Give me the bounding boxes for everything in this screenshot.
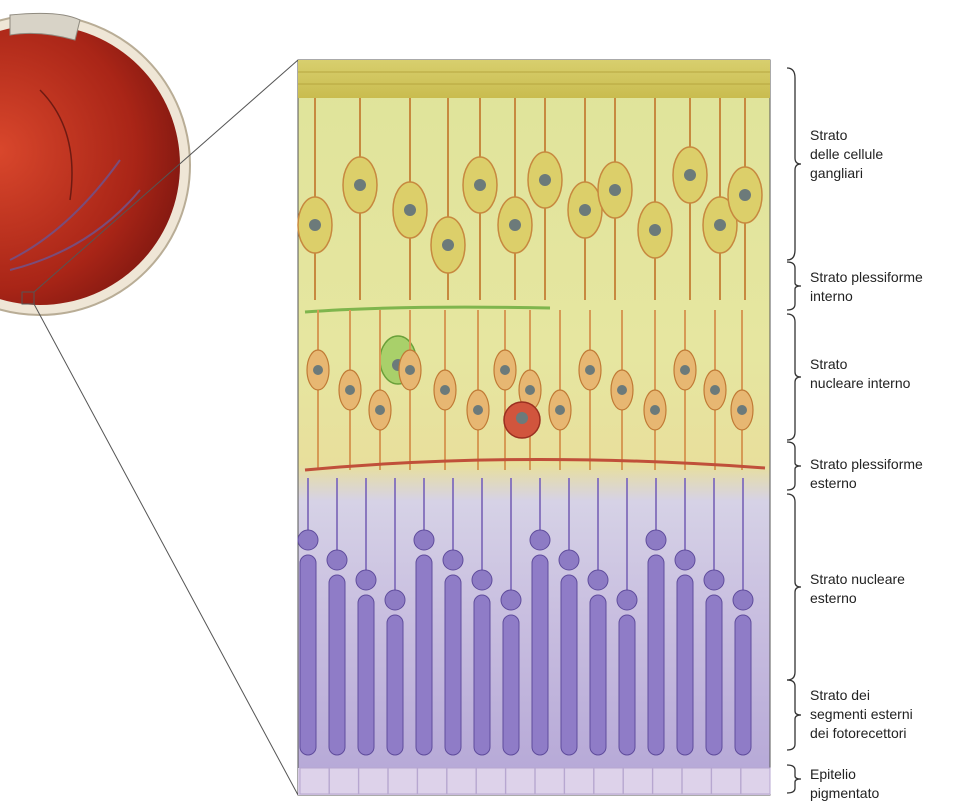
brace-outer-plexiform [787,442,801,490]
photoreceptor-segment [329,575,345,755]
pigment-cell [653,768,682,794]
ganglion-nucleus [684,169,696,181]
photoreceptor-nucleus [617,590,637,610]
ganglion-nucleus [309,219,321,231]
photoreceptor-segment [619,615,635,755]
bipolar-nucleus [313,365,323,375]
label-ganglion-layer: Strato delle cellule gangliari [810,126,970,183]
photoreceptor-segment [706,595,722,755]
pigment-cell [506,768,535,794]
ganglion-nucleus [714,219,726,231]
pigment-cell [359,768,388,794]
pigment-cell [565,768,594,794]
pigment-cell [594,768,623,794]
bipolar-nucleus [405,365,415,375]
photoreceptor-nucleus [530,530,550,550]
photoreceptor-segment [474,595,490,755]
photoreceptor-nucleus [501,590,521,610]
ganglion-nucleus [442,239,454,251]
label-outer-nuclear-layer: Strato nucleare esterno [810,570,970,608]
pigment-cell [535,768,564,794]
label-inner-plexiform-layer: Strato plessiforme interno [810,268,970,306]
brace-pigment-epithelium [787,765,801,793]
photoreceptor-nucleus [356,570,376,590]
ganglion-nucleus [539,174,551,186]
photoreceptor-nucleus [472,570,492,590]
label-pigment-epithelium-layer: Epitelio pigmentato [810,765,970,803]
photoreceptor-segment [416,555,432,755]
ganglion-nucleus [509,219,521,231]
photoreceptor-nucleus [704,570,724,590]
photoreceptor-segment [358,595,374,755]
brace-outer-nuclear [787,494,801,680]
brace-inner-plexiform [787,262,801,310]
ganglion-nucleus [354,179,366,191]
photoreceptor-segment [648,555,664,755]
bipolar-nucleus [345,385,355,395]
retina-panel [298,60,770,795]
brace-ganglion [787,68,801,260]
bipolar-nucleus [617,385,627,395]
label-photoreceptor-segments-layer: Strato dei segmenti esterni dei fotorece… [810,686,970,743]
pigment-cell [712,768,741,794]
photoreceptor-nucleus [443,550,463,570]
photoreceptor-segment [300,555,316,755]
ganglion-nucleus [609,184,621,196]
photoreceptor-nucleus [327,550,347,570]
bipolar-nucleus [650,405,660,415]
photoreceptor-segment [503,615,519,755]
brace-photoreceptor-segments [787,680,801,750]
photoreceptor-segment [561,575,577,755]
photoreceptor-segment [677,575,693,755]
photoreceptor-nucleus [733,590,753,610]
photoreceptor-segment [445,575,461,755]
pigment-cell [476,768,505,794]
label-inner-nuclear-layer: Strato nucleare interno [810,355,970,393]
horizontal-nucleus [516,412,528,424]
pigment-cell [300,768,329,794]
ganglion-nucleus [474,179,486,191]
pigment-cell [623,768,652,794]
photoreceptor-nucleus [385,590,405,610]
bipolar-nucleus [585,365,595,375]
layer-braces [787,68,801,793]
brace-inner-nuclear [787,314,801,440]
photoreceptor-nucleus [298,530,318,550]
bipolar-nucleus [737,405,747,415]
ganglion-nucleus [649,224,661,236]
pigment-cell [329,768,358,794]
photoreceptor-segment [590,595,606,755]
bipolar-nucleus [680,365,690,375]
bipolar-nucleus [710,385,720,395]
ganglion-nucleus [579,204,591,216]
bipolar-nucleus [440,385,450,395]
photoreceptor-segment [387,615,403,755]
eyeball-illustration [0,13,190,315]
bipolar-nucleus [473,405,483,415]
bipolar-nucleus [555,405,565,415]
pigment-cell [447,768,476,794]
photoreceptor-nucleus [646,530,666,550]
photoreceptor-segment [532,555,548,755]
photoreceptor-nucleus [559,550,579,570]
pigment-cell [682,768,711,794]
photoreceptor-nucleus [414,530,434,550]
photoreceptor-segment [735,615,751,755]
ganglion-nucleus [404,204,416,216]
label-outer-plexiform-layer: Strato plessiforme esterno [810,455,970,493]
photoreceptor-nucleus [588,570,608,590]
bipolar-nucleus [375,405,385,415]
bipolar-nucleus [525,385,535,395]
ganglion-nucleus [739,189,751,201]
pigment-cell [418,768,447,794]
pigment-cell [741,768,770,794]
pigment-cell [388,768,417,794]
photoreceptor-nucleus [675,550,695,570]
bipolar-nucleus [500,365,510,375]
